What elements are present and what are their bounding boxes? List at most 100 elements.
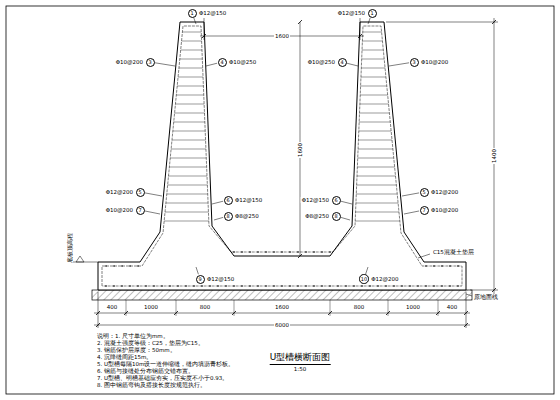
rebar-tie xyxy=(182,41,202,42)
dimension: 1000 xyxy=(143,304,159,310)
scale: 1:50 xyxy=(293,366,307,372)
dimension: 1600 xyxy=(274,304,290,310)
rebar-tie xyxy=(182,32,201,33)
rebar-dot xyxy=(137,265,139,267)
drawing-title: U型槽横断面图 xyxy=(270,351,331,365)
callout-circle: 4 xyxy=(218,58,227,67)
rebar-dot xyxy=(425,265,427,267)
note-text: 8. 图中钢筋弯钩及搭接长度按规范执行。 xyxy=(96,382,207,388)
rebar-dot xyxy=(321,251,323,253)
callout-circle: 6 xyxy=(332,196,341,205)
rebar-dot xyxy=(313,285,315,287)
rebar-dot xyxy=(457,265,459,267)
callout-number: 6 xyxy=(226,198,229,203)
callout-number: 8 xyxy=(226,214,229,219)
rebar-tie xyxy=(359,131,391,132)
rebar-tie xyxy=(355,221,400,222)
callout-circle: 7 xyxy=(136,206,145,215)
dimension-tick xyxy=(298,254,302,258)
rebar-spec: Φ10@200 xyxy=(105,207,134,213)
extension-line xyxy=(98,292,99,328)
dimension: 1600 xyxy=(297,142,303,158)
rebar-spec: Φ12@200 xyxy=(430,189,459,195)
rebar-spec: Φ10@200 xyxy=(115,59,144,65)
rebar-tie xyxy=(167,194,208,195)
leader-line xyxy=(402,193,419,196)
leader-line xyxy=(366,267,368,274)
dimension-tick xyxy=(96,311,100,315)
rebar-dot xyxy=(401,285,403,287)
dimension-line xyxy=(94,313,470,314)
callout-circle: 3 xyxy=(146,58,155,67)
callout-circle: 8 xyxy=(332,212,341,221)
rebar-dot xyxy=(257,285,259,287)
rebar-dot xyxy=(361,285,363,287)
rebar-dot xyxy=(113,265,115,267)
rebar-tie xyxy=(180,59,203,60)
callout-circle: 10 xyxy=(359,274,368,283)
extension-line xyxy=(176,300,177,316)
dimension-tick xyxy=(96,323,100,327)
dimension-line xyxy=(300,22,301,256)
rebar-dot xyxy=(121,265,123,267)
rebar-dot xyxy=(329,251,331,253)
rebar-tie xyxy=(356,203,398,204)
rebar-tie xyxy=(168,185,208,186)
rebar-spec: Φ10@200 xyxy=(420,59,449,65)
leader-line xyxy=(466,294,472,296)
u-flume-outline xyxy=(98,22,466,290)
callout-number: 3 xyxy=(148,60,151,65)
leader-line xyxy=(347,63,358,66)
callout-circle: 7 xyxy=(420,206,429,215)
leader-line xyxy=(341,217,350,220)
note-text: 7. U型槽、明槽基础应夯实，压实度不小于0.93。 xyxy=(96,375,229,381)
rebar-tie xyxy=(169,176,207,177)
callout-circle: 9 xyxy=(196,275,205,284)
rebar-tie xyxy=(360,104,389,105)
callout-number: 3 xyxy=(412,60,415,65)
callout-number: 1 xyxy=(190,11,193,16)
rebar-dot xyxy=(393,285,395,287)
rebar-dot xyxy=(337,285,339,287)
dimension-tick xyxy=(492,288,496,292)
dimension: 1600 xyxy=(274,33,290,39)
callout-number: 9 xyxy=(198,277,201,282)
dimension: 800 xyxy=(199,304,212,310)
leader-line xyxy=(214,217,223,220)
rebar-dot xyxy=(441,265,443,267)
rebar-dot xyxy=(409,285,411,287)
rebar-dot xyxy=(273,285,275,287)
rebar-dot xyxy=(137,285,139,287)
rebar-tie xyxy=(181,50,202,51)
rebar-tie xyxy=(175,113,205,114)
rebar-dot xyxy=(193,285,195,287)
rebar-tie xyxy=(171,149,206,150)
rebar-tie xyxy=(358,158,394,159)
rebar-spec: Φ12@200 xyxy=(370,276,399,282)
rebar-spec: Φ12@200 xyxy=(105,189,134,195)
rebar-tie xyxy=(362,50,383,51)
callout-circle: 6 xyxy=(224,196,233,205)
rebar-dot xyxy=(217,285,219,287)
rebar-tie xyxy=(177,86,203,87)
callout-number: 10 xyxy=(361,277,367,282)
rebar-dot xyxy=(153,285,155,287)
callout-circle: 1 xyxy=(368,9,377,18)
rebar-dot xyxy=(297,285,299,287)
callout-circle: 8 xyxy=(224,212,233,221)
rebar-dot xyxy=(425,285,427,287)
rebar-spec: Φ10@250 xyxy=(228,59,257,65)
rebar-tie xyxy=(357,167,394,168)
rebar-spec: Φ10@250 xyxy=(307,59,336,65)
rebar-dot xyxy=(449,265,451,267)
rebar-dot xyxy=(457,285,459,287)
callout-leaders xyxy=(145,18,419,275)
leader-line xyxy=(368,18,370,24)
rebar-tie xyxy=(358,149,393,150)
dimension: 1400 xyxy=(491,148,497,164)
extension-line xyxy=(70,262,98,263)
rebar-dot xyxy=(353,285,355,287)
leader-line xyxy=(194,18,196,24)
rebar-tie xyxy=(174,122,205,123)
leader-line xyxy=(341,201,352,204)
